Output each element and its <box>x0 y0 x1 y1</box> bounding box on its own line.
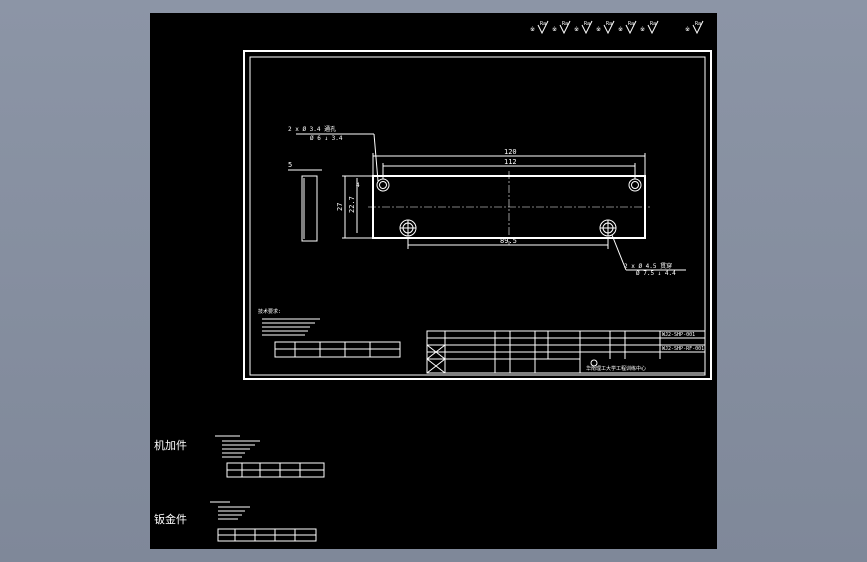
svg-text:※: ※ <box>618 26 623 33</box>
dim-hole-pitch-bottom: 89.5 <box>500 237 517 245</box>
svg-text:Ra: Ra <box>606 21 612 27</box>
svg-text:Ra: Ra <box>584 21 590 27</box>
svg-text:※: ※ <box>685 26 690 33</box>
svg-text:Ra: Ra <box>540 21 546 27</box>
side-view: 5 <box>288 161 322 242</box>
svg-text:Ra: Ra <box>695 21 701 27</box>
tech-notes-main: 技术要求: <box>258 308 401 358</box>
dim-overall-length: 120 <box>504 148 517 156</box>
title-block-company: 华南理工大学工程训练中心 <box>586 365 646 372</box>
svg-text:Ra: Ra <box>562 21 568 27</box>
notes-machined: 机加件 <box>154 435 325 478</box>
notes-sheet-metal: 钣金件 <box>154 501 317 542</box>
title-block: 华南理工大学工程训练中心 WJ2-SHP-001 WJ2-SHP-RF-001 <box>426 330 706 374</box>
svg-text:※: ※ <box>574 26 579 33</box>
svg-text:Ra: Ra <box>628 21 634 27</box>
dim-height: 27 <box>336 203 344 211</box>
dim-hole-offset: 4 <box>356 182 360 189</box>
svg-text:※: ※ <box>552 26 557 33</box>
dim-height-inner: 22.7 <box>348 196 356 213</box>
sheet-inner-frame <box>249 56 706 376</box>
callout-top-a: 2 x Ø 3.4 通孔 <box>288 125 336 133</box>
svg-text:Ra: Ra <box>650 21 656 27</box>
svg-text:※: ※ <box>640 26 645 33</box>
drawing-viewport[interactable]: ※ Ra ※ Ra ※ Ra ※ Ra ※ Ra ※ Ra ※ Ra 5 <box>150 13 717 549</box>
dim-thickness: 5 <box>288 161 292 169</box>
svg-text:※: ※ <box>530 26 535 33</box>
callout-bottom-a: 2 x Ø 4.5 贯穿 <box>624 262 672 270</box>
surface-roughness-symbols: ※ Ra ※ Ra ※ Ra ※ Ra ※ Ra ※ Ra ※ Ra <box>530 20 704 35</box>
title-block-drawing-no-2: WJ2-SHP-RF-001 <box>662 346 704 352</box>
label-machined: 机加件 <box>154 438 187 452</box>
callout-bottom-b: Ø 7.5 ↓ 4.4 <box>636 270 676 277</box>
svg-text:※: ※ <box>596 26 601 33</box>
callout-top-b: Ø 6 ↓ 3.4 <box>310 135 343 142</box>
cad-drawing: ※ Ra ※ Ra ※ Ra ※ Ra ※ Ra ※ Ra ※ Ra 5 <box>154 20 712 542</box>
notes-title: 技术要求: <box>258 308 281 315</box>
sheet-outer-frame <box>243 50 712 380</box>
label-sheet-metal: 钣金件 <box>154 512 187 526</box>
dim-hole-pitch-top: 112 <box>504 158 517 166</box>
title-block-drawing-no-1: WJ2-SHP-001 <box>662 332 695 338</box>
front-view: 120 112 27 22.7 4 89.5 2 x Ø 3.4 通孔 Ø 6 … <box>288 125 686 277</box>
